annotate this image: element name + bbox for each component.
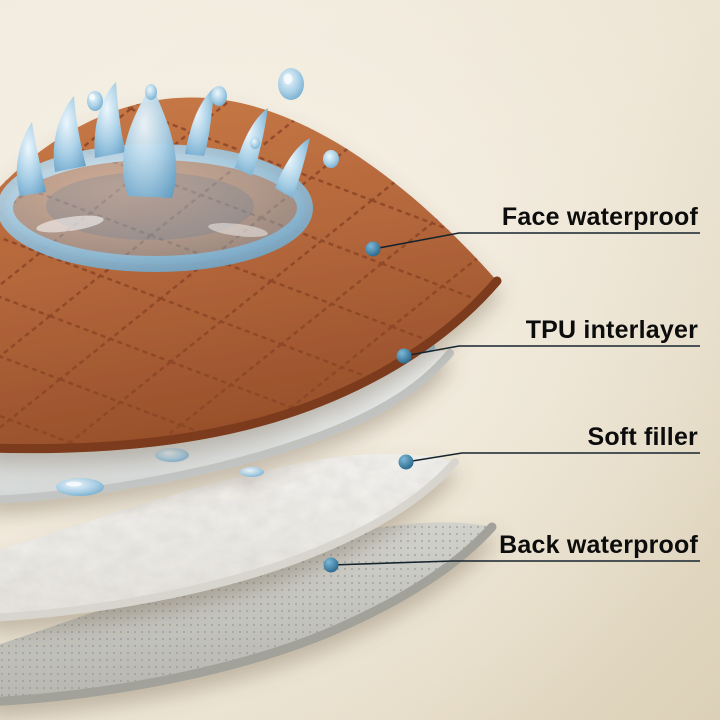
water-drop <box>87 91 103 111</box>
callouts <box>330 232 700 566</box>
water-drop <box>250 137 260 149</box>
mesh-texture <box>0 522 492 702</box>
ring-highlight <box>36 215 104 233</box>
callout-line-filler <box>405 452 700 463</box>
label-back-waterproof: Back waterproof <box>499 531 698 559</box>
callout-dot-back <box>323 557 339 573</box>
label-soft-filler: Soft filler <box>587 423 698 451</box>
face-layer-edge <box>0 276 502 454</box>
callout-dots <box>323 241 414 573</box>
water-drop <box>278 68 304 100</box>
filler-layer-edge <box>0 458 459 622</box>
ring-highlight <box>208 223 268 237</box>
callout-line-face <box>372 232 700 250</box>
back-layer-edge <box>0 522 497 706</box>
water-splash <box>0 68 339 272</box>
callout-line-back <box>330 560 700 566</box>
splash-spike <box>275 138 310 198</box>
callout-dot-tpu <box>396 348 412 364</box>
water-drop <box>211 86 227 106</box>
water-drop <box>145 84 157 100</box>
splash-column <box>122 84 177 198</box>
label-tpu-interlayer: TPU interlayer <box>525 316 698 344</box>
splash-spike <box>185 88 214 156</box>
splash-spike <box>94 82 126 158</box>
callout-dot-face <box>365 241 381 257</box>
label-face-waterproof: Face waterproof <box>501 203 698 231</box>
water-droplet <box>240 467 264 477</box>
splash-spike <box>16 122 46 196</box>
water-drop <box>323 150 339 168</box>
callout-dot-filler <box>398 454 414 470</box>
callout-line-tpu <box>403 345 700 357</box>
water-droplet <box>155 448 189 462</box>
layer-shape-back-waterproof <box>0 522 497 706</box>
drop-highlight <box>283 73 293 85</box>
layer-shape-soft-filler <box>0 453 459 622</box>
water-droplet <box>56 478 104 496</box>
splash-spike <box>53 96 86 172</box>
splash-puddle <box>5 152 305 264</box>
droplet-highlight <box>66 481 82 487</box>
drop-highlight <box>89 93 95 101</box>
